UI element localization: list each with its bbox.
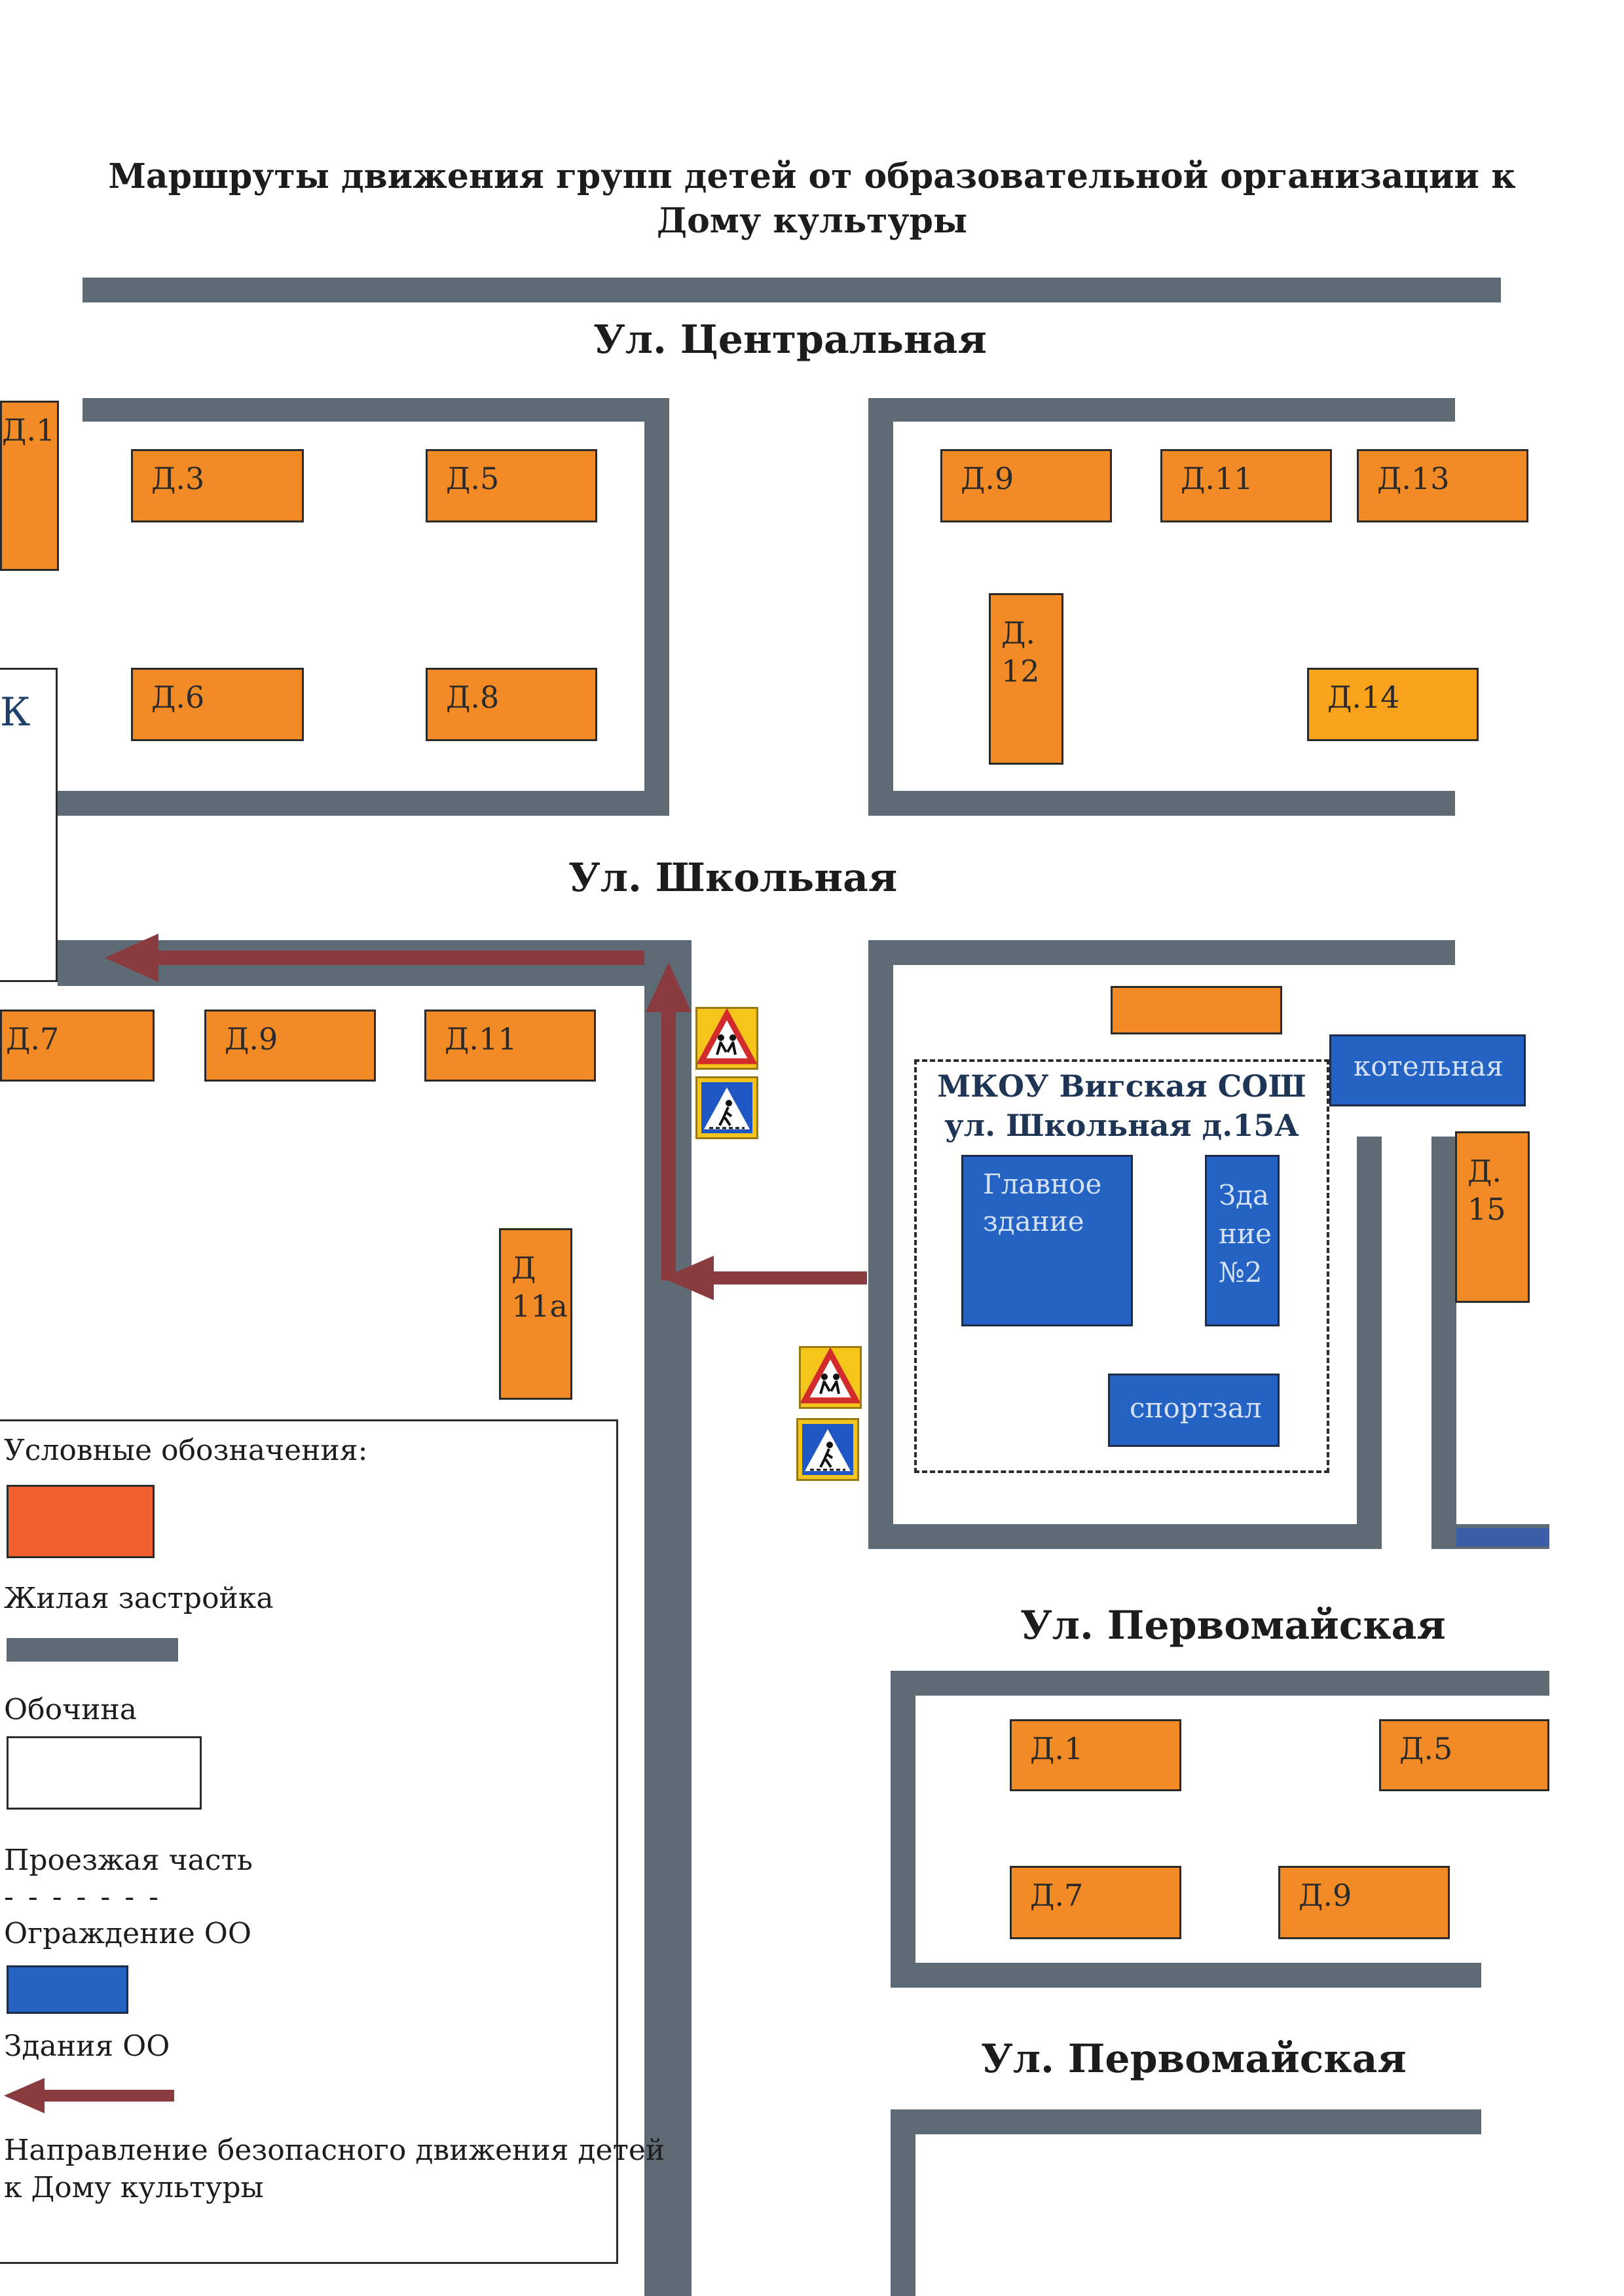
school-name-line1: МКОУ Вигская СОШ bbox=[937, 1068, 1306, 1104]
legend-swatch-school-buildings bbox=[7, 1965, 128, 2014]
culture-house: К bbox=[0, 668, 58, 982]
roadside-block2-left bbox=[868, 398, 893, 816]
street-label-pervomayskaya-1: Ул. Первомайская bbox=[1020, 1603, 1446, 1649]
roadside-d15-bottom-blue bbox=[1456, 1528, 1549, 1546]
school-name-line2: ул. Школьная д.15А bbox=[944, 1107, 1299, 1143]
legend-label-residential: Жилая застройка bbox=[4, 1582, 274, 1615]
house-unnamed-school-north bbox=[1111, 986, 1282, 1034]
roadside-block5-left bbox=[891, 2109, 915, 2296]
children-warning-sign-icon bbox=[799, 1346, 862, 1409]
street-label-central: Ул. Центральная bbox=[593, 317, 987, 363]
legend-label-route-line1: Направление безопасного движения детей bbox=[4, 2134, 665, 2167]
map-title-line1: Маршруты движения групп детей от образов… bbox=[108, 156, 1516, 196]
legend-swatch-carriageway bbox=[7, 1736, 202, 1810]
roadside-block4-left bbox=[891, 1671, 915, 1988]
pedestrian-crossing-sign-icon bbox=[796, 1418, 859, 1481]
house-d9-bottom: Д.9 bbox=[1278, 1866, 1450, 1939]
house-d1-bottom: Д.1 bbox=[1010, 1719, 1181, 1791]
roadside-block2-top bbox=[868, 398, 1455, 422]
street-label-school: Ул. Школьная bbox=[568, 855, 898, 901]
house-d14: Д.14 bbox=[1307, 668, 1479, 741]
legend-label-roadside: Обочина bbox=[4, 1693, 138, 1726]
house-d9-mid: Д.9 bbox=[204, 1010, 376, 1082]
legend-label-carriageway: Проезжая часть bbox=[4, 1844, 253, 1877]
school-fence bbox=[914, 1059, 1329, 1473]
house-d11-mid: Д.11 bbox=[424, 1010, 596, 1082]
legend-heading: Условные обозначения: bbox=[4, 1434, 368, 1467]
roadside-block1-right bbox=[644, 398, 669, 816]
house-d12: Д.12 bbox=[989, 593, 1063, 765]
legend-route-arrow-icon bbox=[4, 2078, 174, 2113]
school-name: МКОУ Вигская СОШ ул. Школьная д.15А bbox=[917, 1067, 1327, 1146]
house-d6: Д.6 bbox=[131, 668, 304, 741]
legend-label-fence: Ограждение ОО bbox=[4, 1917, 251, 1950]
roadside-d15-left bbox=[1431, 1137, 1456, 1549]
roadside-block1-bottom bbox=[58, 791, 669, 816]
map-title-line2: Дому культуры bbox=[656, 200, 968, 241]
roadside-school-left bbox=[868, 940, 893, 1549]
map-title: Маршруты движения групп детей от образов… bbox=[0, 155, 1624, 243]
house-d5-bottom: Д.5 bbox=[1379, 1719, 1549, 1791]
roadside-school-top bbox=[868, 940, 1455, 965]
house-d13: Д.13 bbox=[1357, 449, 1528, 522]
school-boiler-house: котельная bbox=[1329, 1034, 1526, 1106]
roadside-school-bottom bbox=[868, 1524, 1382, 1549]
culture-house-label: К bbox=[0, 689, 31, 735]
legend-label-route: Направление безопасного движения детей к… bbox=[4, 2132, 665, 2206]
school-gym: спортзал bbox=[1108, 1374, 1280, 1447]
route-arrow-icon bbox=[105, 934, 867, 1300]
legend-label-route-line2: к Дому культуры bbox=[4, 2171, 264, 2205]
roadside-block4-top bbox=[891, 1671, 1549, 1696]
roadside-block1-top bbox=[83, 398, 669, 422]
house-d7-mid: Д.7 bbox=[0, 1010, 155, 1082]
legend-swatch-roadside bbox=[7, 1638, 178, 1662]
roadside-school-right bbox=[1357, 1137, 1382, 1549]
house-d8: Д.8 bbox=[426, 668, 597, 741]
roadside-block4-bottom bbox=[891, 1963, 1481, 1988]
legend-label-school-buildings: Здания ОО bbox=[4, 2030, 170, 2063]
house-d5-top: Д.5 bbox=[426, 449, 597, 522]
legend-swatch-fence: - - - - - - - bbox=[4, 1880, 161, 1914]
street-label-pervomayskaya-2: Ул. Первомайская bbox=[981, 2036, 1407, 2082]
house-d9-top: Д.9 bbox=[940, 449, 1112, 522]
house-d7-bottom: Д.7 bbox=[1010, 1866, 1181, 1939]
roadside-central-north bbox=[83, 278, 1501, 302]
house-d1-top: Д.1 bbox=[0, 401, 59, 571]
legend-swatch-residential bbox=[7, 1485, 155, 1558]
house-d3: Д.3 bbox=[131, 449, 304, 522]
legend-box bbox=[0, 1419, 618, 2264]
house-d11-top: Д.11 bbox=[1160, 449, 1332, 522]
house-d15: Д.15 bbox=[1455, 1131, 1530, 1303]
children-warning-sign-icon bbox=[695, 1007, 758, 1070]
roadside-block5-top bbox=[891, 2109, 1481, 2134]
pedestrian-crossing-sign-icon bbox=[695, 1076, 758, 1139]
roadside-block2-bottom bbox=[868, 791, 1455, 816]
